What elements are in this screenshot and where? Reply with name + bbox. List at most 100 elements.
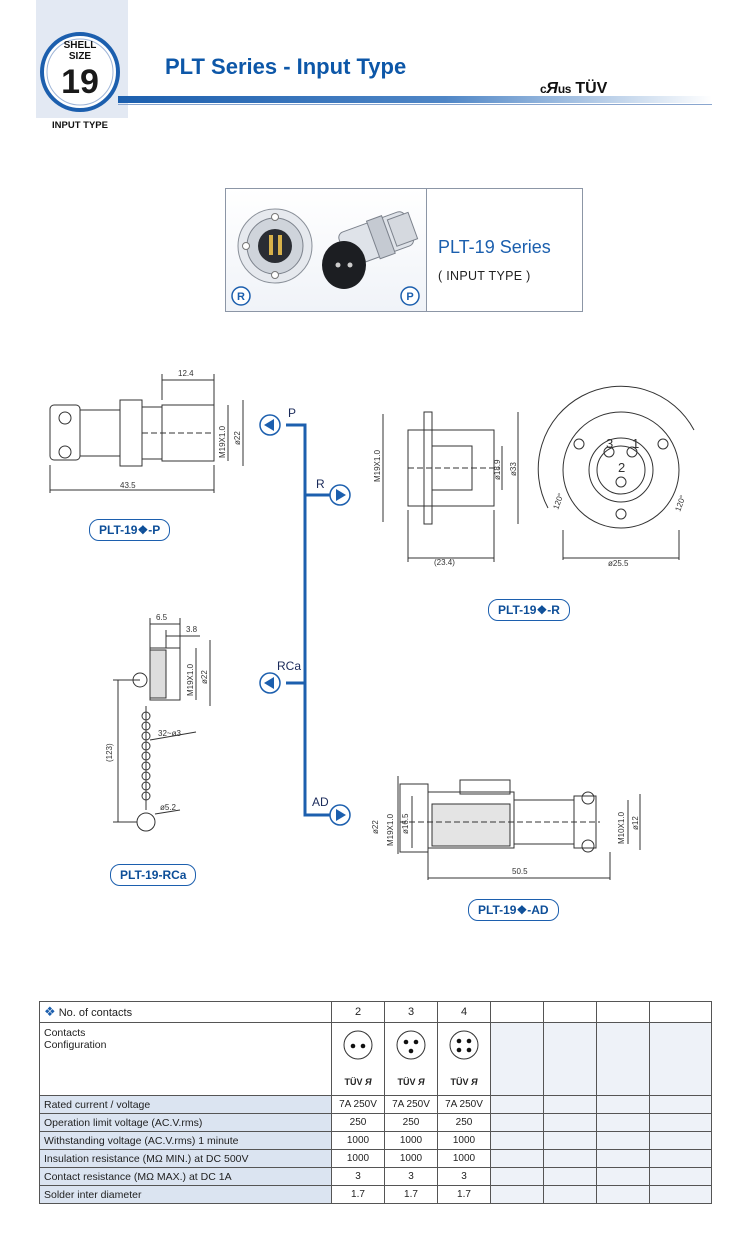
contacts-count-2: 2 [331,1001,385,1023]
header-label-cell: ❖ No. of contacts [39,1001,332,1023]
angle-right: 120° [673,494,687,513]
row-value: 1000 [331,1131,385,1150]
row-label: Operation limit voltage (AC.V.rms) [39,1113,332,1132]
contacts-configuration-row: Contacts Configuration TÜV Я TÜV Я [39,1022,712,1096]
row-value: 3 [437,1167,491,1186]
row-value: 3 [384,1167,438,1186]
drawing-p [49,374,244,493]
branch-label-r: R [316,477,325,491]
arrow-r-icon [329,484,351,506]
pin-layout-2-icon [343,1030,373,1060]
diamond-icon: ❖ [44,1004,56,1019]
table-row: Rated current / voltage 7A 250V 7A 250V … [39,1095,712,1114]
dim-p-thread: M19X1.0 [218,425,227,458]
branch-label-ad: AD [312,795,329,809]
row-value: 7A 250V [384,1095,438,1114]
tuv-mark: TÜV [575,80,608,97]
drawing-ad [397,776,641,880]
dim-r-len: (23.4) [434,558,455,567]
badge-p-label: P [406,291,413,303]
pin-layout-2: TÜV Я [331,1022,385,1096]
dim-r-dia1: ø18.9 [493,459,502,480]
pin-layout-4-icon [449,1030,479,1060]
pin-layout-3: TÜV Я [384,1022,438,1096]
row-value: 250 [384,1113,438,1132]
dim-r-thread: M19X1.0 [373,449,382,482]
header-label: No. of contacts [58,1007,133,1019]
cert-mini-4: TÜV Я [450,1077,478,1087]
row-value: 1.7 [384,1185,438,1204]
dim-p-top: 12.4 [178,369,194,378]
badge-p-icon [400,286,420,306]
badge-r-label: R [237,291,245,303]
dim-ad-dia1: ø22 [371,820,380,834]
shell-size-badge [40,32,120,112]
series-name: PLT-19 Series [438,237,551,257]
drawing-rca [113,618,211,832]
dim-r-flange: ø25.5 [608,559,629,568]
branch-label-p: P [288,406,296,420]
series-subtitle: ( INPUT TYPE ) [438,269,531,283]
dim-ad-thread: M19X1.0 [386,813,395,846]
branch-tree [286,423,330,817]
dim-rca-chain: 32~ø3 [158,729,181,738]
table-header-row: ❖ No. of contacts 2 3 4 [39,1001,712,1023]
row-label: Rated current / voltage [39,1095,332,1114]
row-value: 7A 250V [437,1095,491,1114]
row-label: Withstanding voltage (AC.V.rms) 1 minute [39,1131,332,1150]
table-row: Withstanding voltage (AC.V.rms) 1 minute… [39,1131,712,1150]
page-title: PLT Series - Input Type [165,54,407,79]
spec-table: ❖ No. of contacts 2 3 4 Contacts Configu… [39,1001,712,1204]
ul-mark-icon: Я [546,80,558,97]
pin-label-3: 3 [606,436,613,451]
pin-label-1: 1 [632,436,639,451]
dim-rca-top2: 3.8 [186,625,198,634]
row-label: Contact resistance (MΩ MAX.) at DC 1A [39,1167,332,1186]
table-row: Contact resistance (MΩ MAX.) at DC 1A 3 … [39,1167,712,1186]
shell-size-number: 19 [61,63,99,101]
row-label: Insulation resistance (MΩ MIN.) at DC 50… [39,1149,332,1168]
arrow-ad-icon [329,804,351,826]
row-value: 250 [437,1113,491,1132]
row-value: 250 [331,1113,385,1132]
cert-mini-3: TÜV Я [397,1077,425,1087]
technical-drawings: P R RCa AD 12.4 43.5 M19X1.0 ø22 [49,369,695,880]
table-row: Operation limit voltage (AC.V.rms) 250 2… [39,1113,712,1132]
dim-p-width: 43.5 [120,481,136,490]
cul-mark-c: c [540,82,547,96]
product-photo: R P [226,189,427,311]
dim-rca-len: (123) [105,743,114,762]
dim-r-dia2: ø33 [509,462,518,476]
row-value: 1000 [437,1149,491,1168]
dim-p-dia: ø22 [233,431,242,445]
dim-rca-dia: ø22 [200,670,209,684]
header-rule [118,96,712,105]
input-type-tag: INPUT TYPE [52,120,108,131]
dim-rca-top1: 6.5 [156,613,168,622]
branch-label-rca: RCa [277,659,301,673]
row-label: Solder inter diameter [39,1185,332,1204]
badge-r-icon [231,286,251,306]
drawing-r-side [382,411,519,562]
table-row: Insulation resistance (MΩ MIN.) at DC 50… [39,1149,712,1168]
dim-ad-dia3: ø12 [631,816,640,830]
dim-ad-len: 50.5 [512,867,528,876]
label-plt-19-r: PLT-19❖-R [488,599,570,621]
pin-layout-4: TÜV Я [437,1022,491,1096]
connector-photo-illustration: R P [231,208,420,306]
pin-layout-3-icon [396,1030,426,1060]
product-card: R P PLT-19 Series ( INPUT TYPE ) [225,188,583,312]
angle-left: 120° [551,492,565,511]
row-value: 1000 [437,1131,491,1150]
row-value: 7A 250V [331,1095,385,1114]
drawing-r-front [537,385,695,560]
row-value: 1000 [384,1131,438,1150]
row-value: 1000 [384,1149,438,1168]
row-value: 1000 [331,1149,385,1168]
dim-ad-dia2: ø16.5 [401,813,410,834]
row-value: 1.7 [437,1185,491,1204]
label-plt-19-rca: PLT-19-RCa [110,864,197,886]
row-value: 3 [331,1167,385,1186]
row-value: 1.7 [331,1185,385,1204]
cert-mini-2: TÜV Я [344,1077,372,1087]
